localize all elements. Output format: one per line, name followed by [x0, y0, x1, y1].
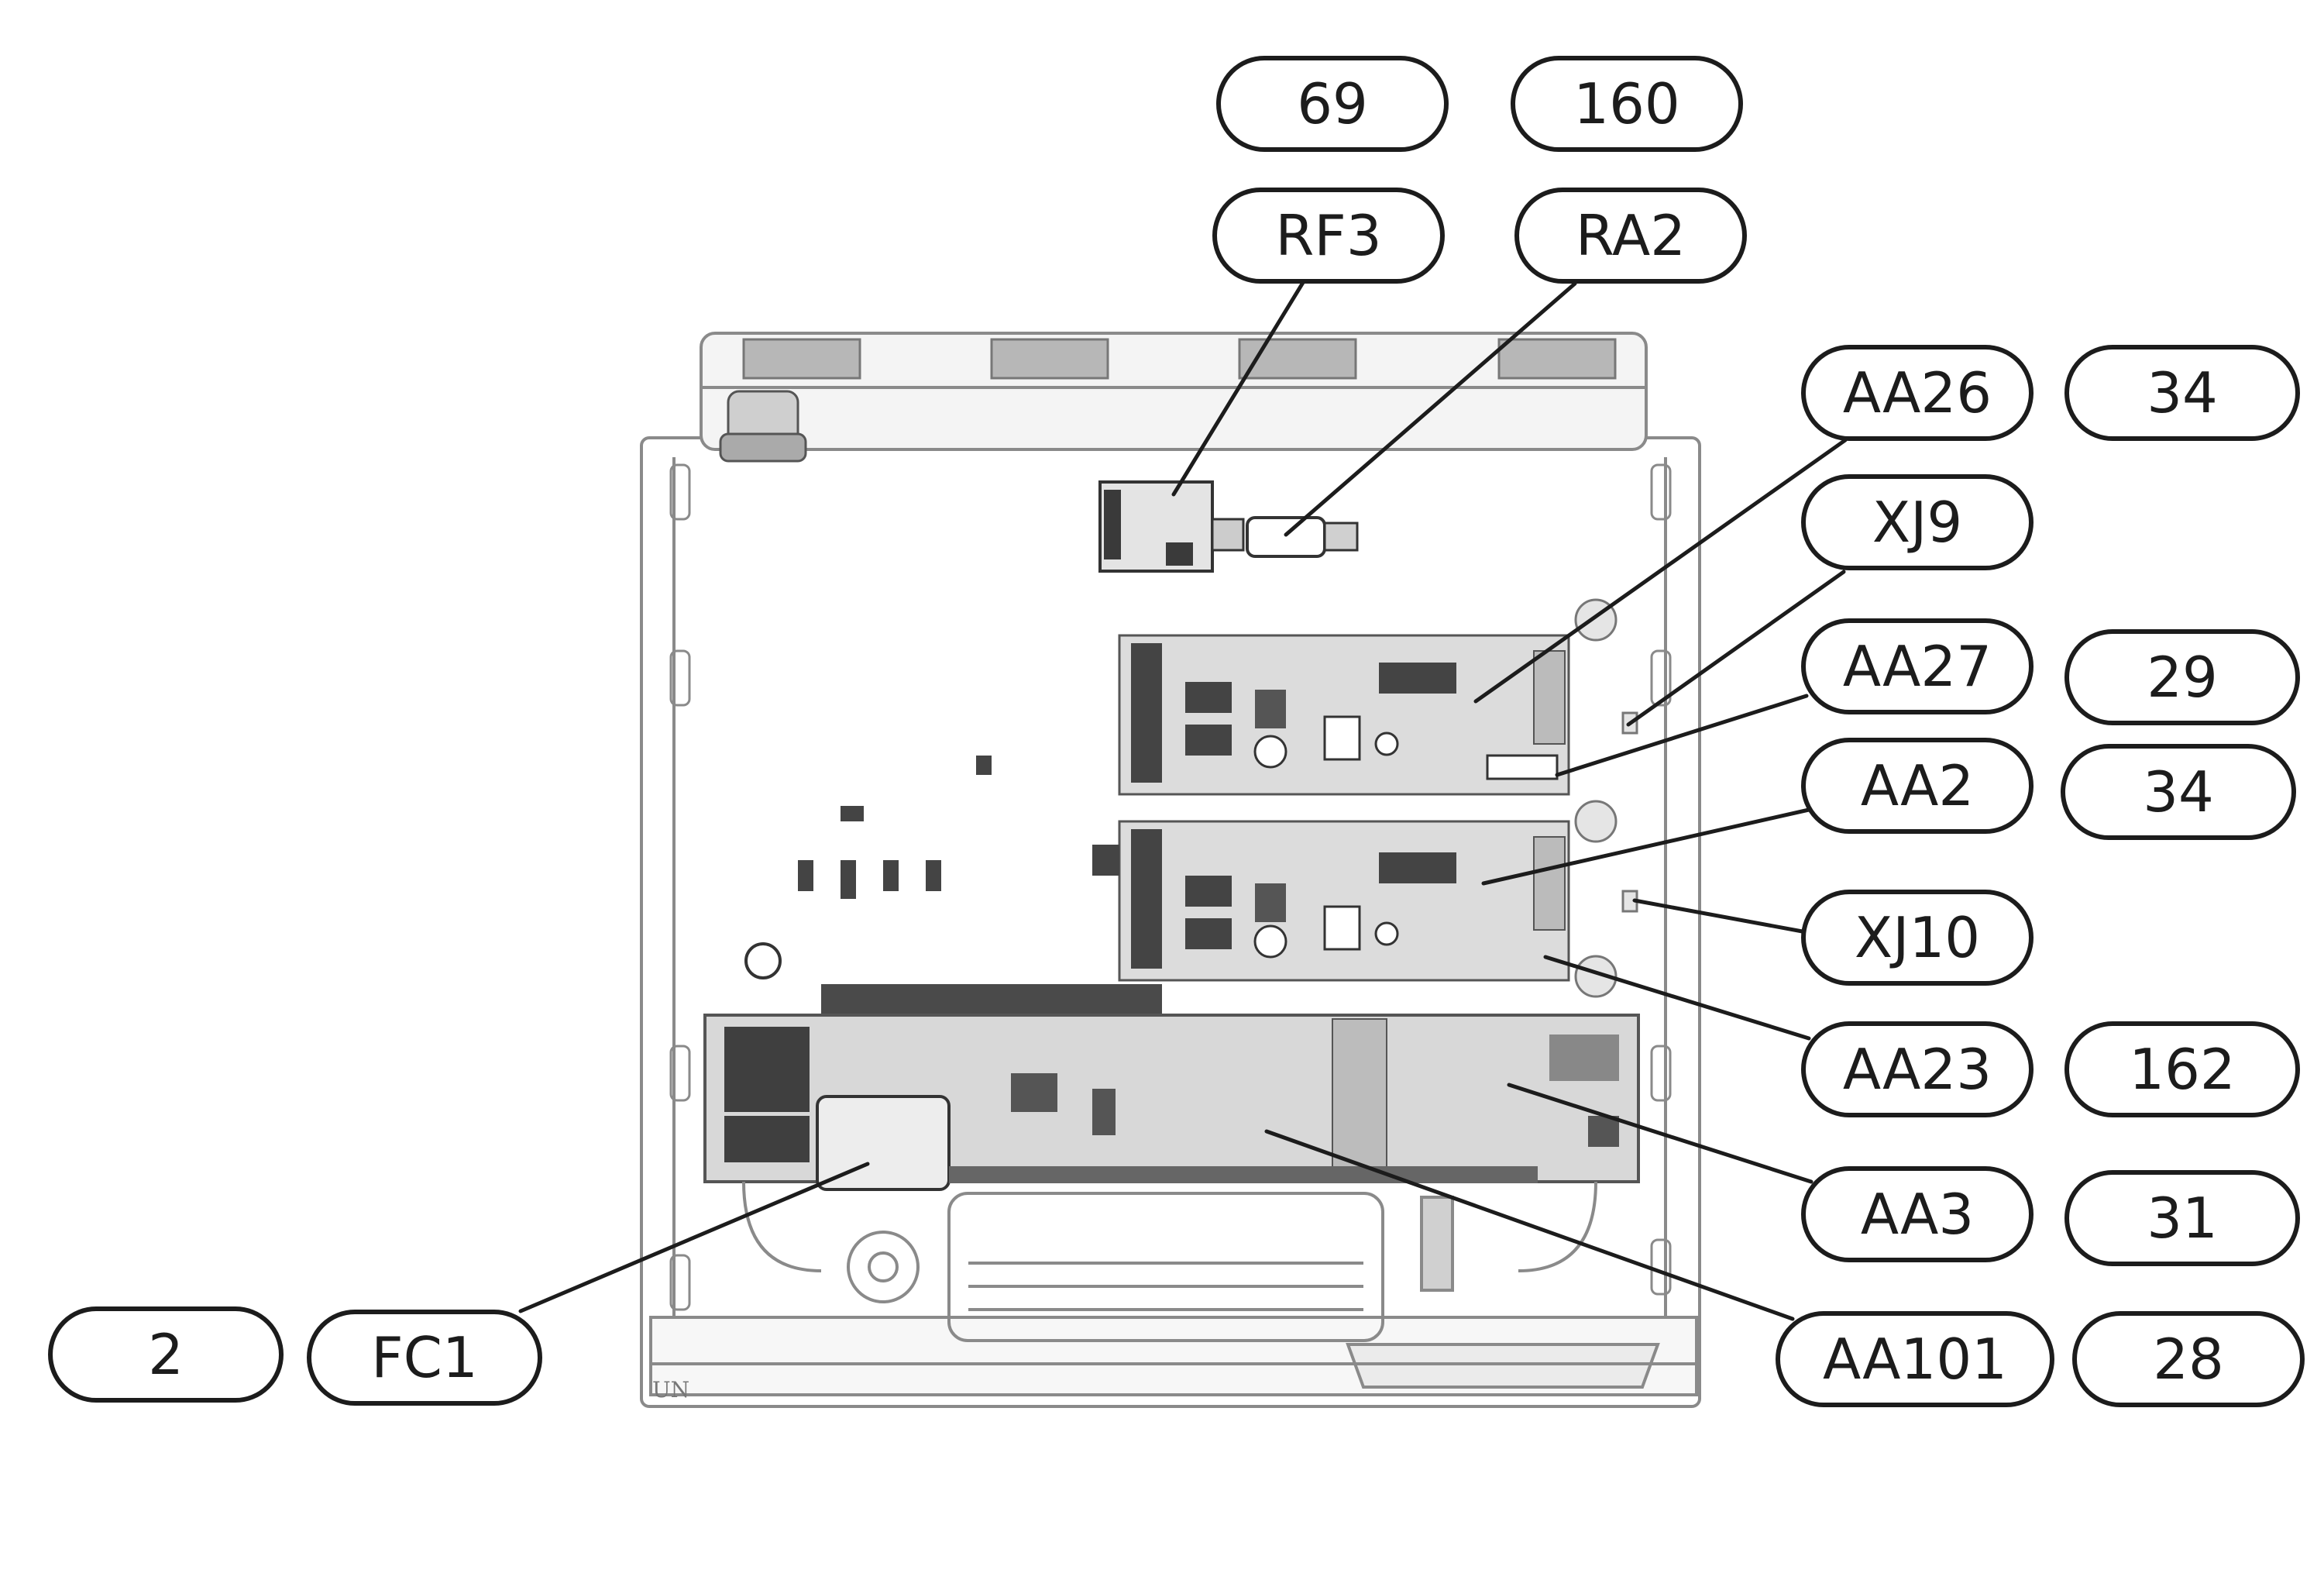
- callout-34-top: 34: [2064, 345, 2300, 441]
- callout-fc1: FC1: [307, 1310, 542, 1406]
- side-slots: [669, 463, 1672, 1311]
- callout-34-mid: 34: [2061, 744, 2296, 840]
- callout-aa2: AA2: [1801, 738, 2033, 834]
- callout-xj10: XJ10: [1801, 890, 2033, 986]
- callout-31: 31: [2064, 1170, 2300, 1266]
- rf3-ra2-module: [1098, 480, 1359, 573]
- cabinet-marking: UN: [652, 1377, 689, 1403]
- callout-aa3: AA3: [1801, 1166, 2033, 1262]
- callout-160: 160: [1511, 56, 1743, 152]
- callout-29: 29: [2064, 629, 2300, 725]
- callout-aa26: AA26: [1801, 345, 2033, 441]
- callout-162: 162: [2064, 1021, 2300, 1117]
- callout-rf3: RF3: [1212, 188, 1445, 284]
- callout-ra2: RA2: [1514, 188, 1747, 284]
- lower-chassis: [742, 1181, 1597, 1342]
- aa26-board: [1118, 634, 1570, 796]
- callout-2: 2: [48, 1306, 284, 1403]
- leader-lines: [518, 279, 1848, 1321]
- cable-glands: [719, 338, 1617, 463]
- main-board-strip: [703, 1014, 1640, 1191]
- callout-28: 28: [2072, 1311, 2305, 1407]
- callout-aa27: AA27: [1801, 618, 2033, 714]
- callout-69: 69: [1216, 56, 1449, 152]
- callout-aa23: AA23: [1801, 1021, 2033, 1117]
- callout-xj9: XJ9: [1801, 474, 2033, 570]
- callout-aa101: AA101: [1776, 1311, 2054, 1407]
- aa2-board: [1092, 820, 1570, 982]
